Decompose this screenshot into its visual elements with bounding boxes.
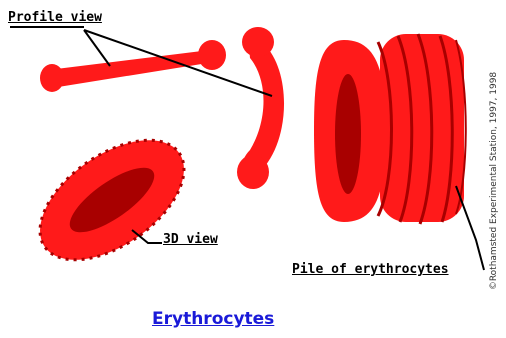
profile-cell-curved	[237, 27, 284, 189]
diagram-title: Erythrocytes	[152, 309, 274, 329]
three-d-view-label: 3D view	[163, 232, 218, 247]
pile-pointer	[456, 186, 484, 270]
profile-view-label: Profile view	[8, 10, 102, 25]
erythrocyte-pile	[314, 34, 466, 224]
three-d-cell	[19, 116, 205, 284]
copyright-credit: ©Rothamsted Experimental Station, 1997, …	[489, 31, 499, 331]
pile-label: Pile of erythrocytes	[292, 262, 449, 277]
